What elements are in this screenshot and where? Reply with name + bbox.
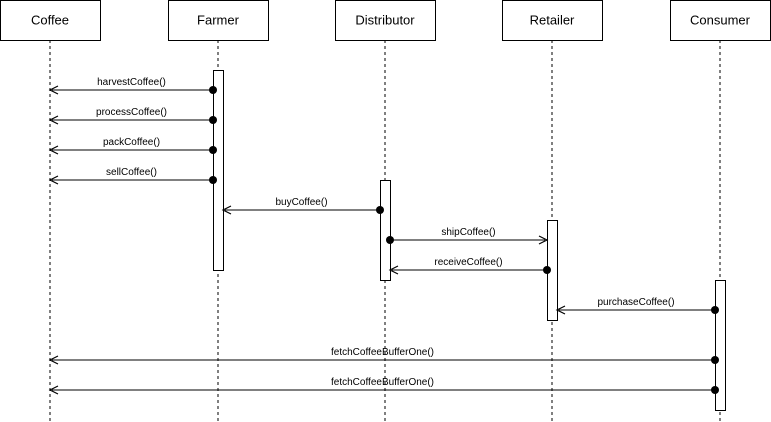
actor-label-coffee: Coffee [31, 13, 69, 28]
message-label: sellCoffee() [106, 167, 157, 178]
message-origin-dot [209, 116, 217, 124]
activation-farmer [213, 70, 224, 271]
arrowhead [48, 85, 59, 95]
message-2: packCoffee() [48, 137, 217, 155]
activation-consumer [715, 280, 726, 411]
message-label: processCoffee() [96, 107, 167, 118]
actor-box-coffee [0, 0, 101, 41]
actor-label-distributor: Distributor [355, 13, 415, 28]
message-label: receiveCoffee() [434, 257, 502, 268]
actor-label-farmer: Farmer [197, 13, 240, 28]
message-0: harvestCoffee() [48, 77, 217, 95]
arrowhead [48, 145, 59, 155]
message-7: purchaseCoffee() [555, 297, 719, 315]
message-9: fetchCoffeeBufferOne() [48, 377, 719, 395]
message-label: harvestCoffee() [97, 77, 166, 88]
actor-box-farmer [168, 0, 269, 41]
arrowhead [48, 175, 59, 185]
message-label: buyCoffee() [275, 197, 327, 208]
message-5: shipCoffee() [386, 227, 549, 245]
actor-farmer: Farmer [168, 0, 269, 41]
message-1: processCoffee() [48, 107, 217, 125]
arrowhead [388, 265, 399, 275]
actor-box-distributor [335, 0, 436, 41]
arrowhead [48, 115, 59, 125]
message-origin-dot [711, 306, 719, 314]
message-origin-dot [209, 86, 217, 94]
actor-coffee: Coffee [0, 0, 101, 41]
message-8: fetchCoffeeBufferOne() [48, 347, 719, 365]
actor-label-consumer: Consumer [690, 13, 751, 28]
message-origin-dot [543, 266, 551, 274]
message-origin-dot [376, 206, 384, 214]
arrowhead [538, 235, 549, 245]
arrowhead [221, 205, 232, 215]
actor-box-retailer [502, 0, 603, 41]
message-label: fetchCoffeeBufferOne() [331, 347, 434, 358]
message-label: fetchCoffeeBufferOne() [331, 377, 434, 388]
message-label: packCoffee() [103, 137, 160, 148]
arrowhead [555, 305, 566, 315]
actor-box-consumer [670, 0, 771, 41]
message-label: purchaseCoffee() [597, 297, 674, 308]
message-origin-dot [209, 176, 217, 184]
message-4: buyCoffee() [221, 197, 384, 215]
message-6: receiveCoffee() [388, 257, 551, 275]
arrowhead [48, 355, 59, 365]
activation-distributor [380, 180, 391, 281]
actor-retailer: Retailer [502, 0, 603, 41]
actor-distributor: Distributor [335, 0, 436, 41]
actor-consumer: Consumer [670, 0, 771, 41]
message-origin-dot [386, 236, 394, 244]
message-origin-dot [711, 356, 719, 364]
arrowhead [48, 385, 59, 395]
message-origin-dot [209, 146, 217, 154]
actor-label-retailer: Retailer [530, 13, 575, 28]
message-origin-dot [711, 386, 719, 394]
message-label: shipCoffee() [441, 227, 495, 238]
message-3: sellCoffee() [48, 167, 217, 185]
